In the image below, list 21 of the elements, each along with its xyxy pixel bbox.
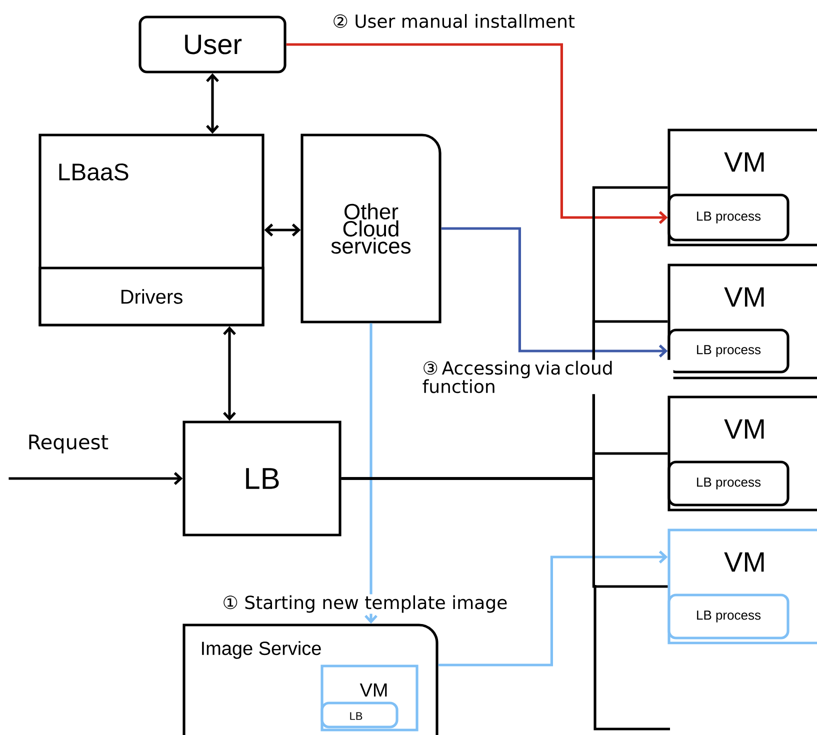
process-box: LB process xyxy=(668,594,790,640)
edge-label: ② User manual installment xyxy=(331,13,576,29)
arrow xyxy=(264,224,301,236)
arrow xyxy=(206,73,219,134)
arrow xyxy=(286,43,668,224)
lb-box: LB xyxy=(182,420,342,536)
process-box: LB process xyxy=(668,194,790,242)
arrow xyxy=(8,472,183,485)
arrow xyxy=(364,323,378,624)
edge-label: ① Starting new template image xyxy=(221,594,509,614)
process-box: LB process xyxy=(668,460,790,506)
edge-label: Request xyxy=(26,434,110,454)
arrow xyxy=(438,550,668,666)
user-box: User xyxy=(138,16,286,74)
arrow xyxy=(441,227,668,358)
service-box: Other Cloud services xyxy=(300,134,442,324)
process-box: LB process xyxy=(668,328,790,374)
lb-box: LB xyxy=(320,702,398,728)
arrow xyxy=(223,326,236,421)
edge-label: ③ Accessing via cloud function xyxy=(421,360,674,394)
drivers-box: Drivers xyxy=(38,266,264,326)
